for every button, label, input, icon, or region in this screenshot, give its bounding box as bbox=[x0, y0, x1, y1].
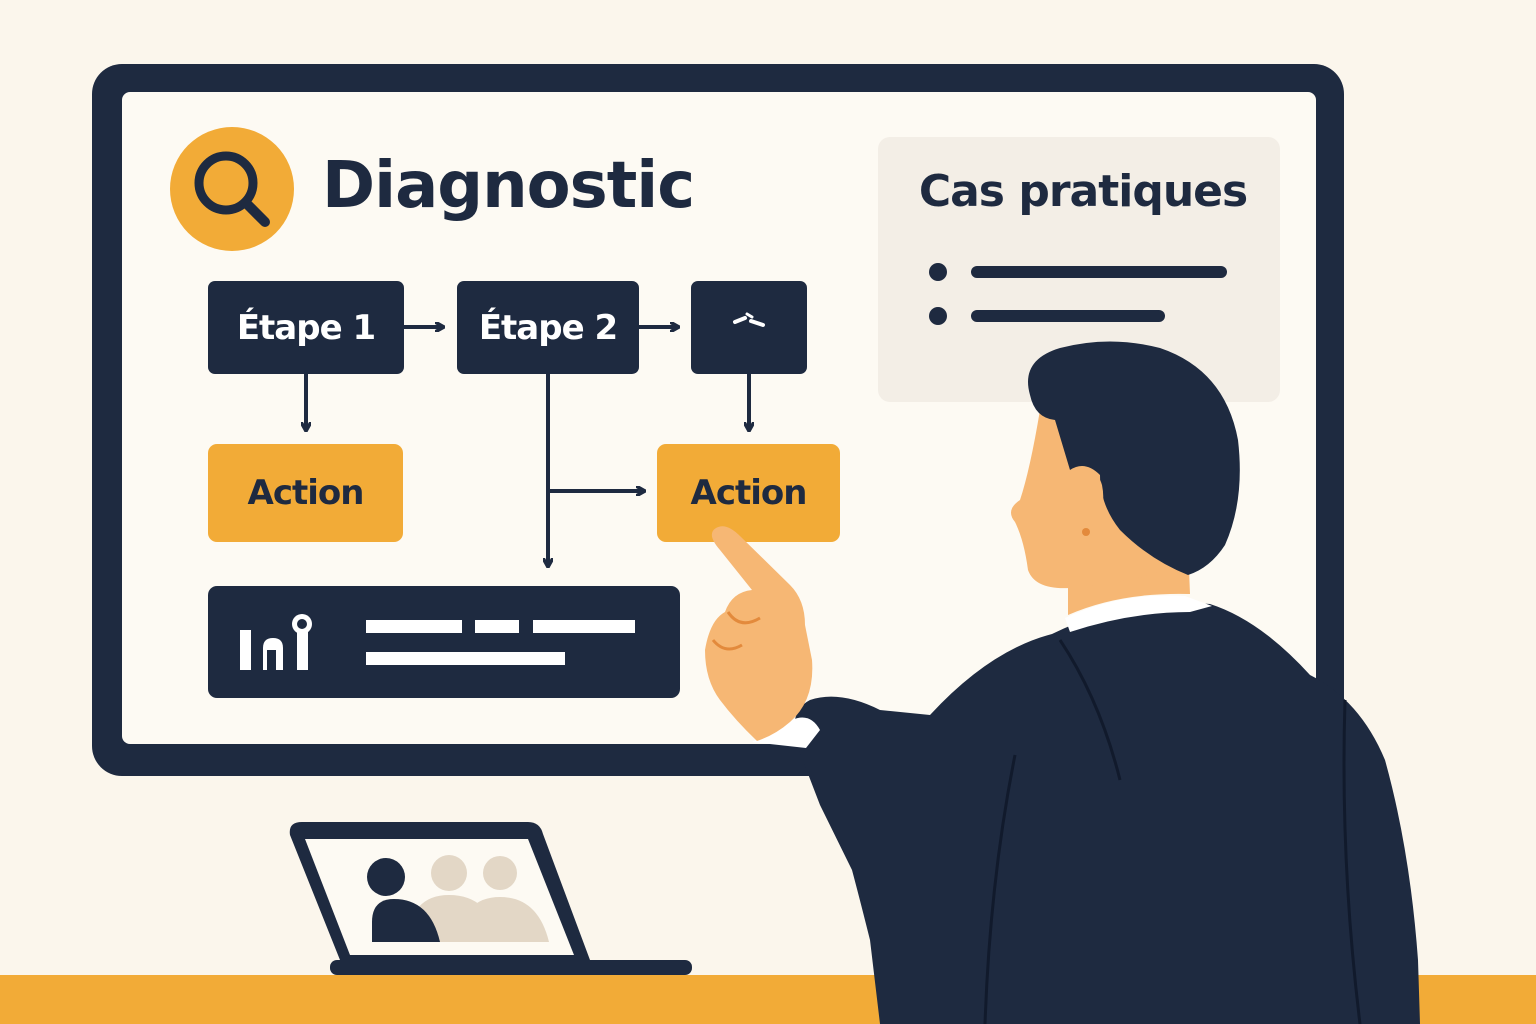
flow-step-2[interactable]: Étape 2 bbox=[457, 281, 639, 374]
search-icon bbox=[170, 127, 294, 251]
bar-chart-icon bbox=[240, 614, 312, 670]
flow-action-2-label: Action bbox=[690, 473, 808, 513]
video-call-people-icon bbox=[367, 855, 549, 942]
list-bullet bbox=[929, 307, 947, 325]
pointing-hand bbox=[705, 526, 813, 741]
shirt-collar bbox=[1065, 595, 1212, 632]
jacket bbox=[794, 602, 1420, 1024]
title-bar bbox=[170, 127, 294, 251]
pencil-mark-icon bbox=[733, 312, 765, 327]
case-studies-title: Cas pratiques bbox=[918, 166, 1248, 217]
list-item bbox=[971, 310, 1165, 322]
summary-panel bbox=[208, 586, 680, 698]
hair bbox=[1028, 341, 1240, 575]
shirt-cuff bbox=[752, 717, 820, 748]
page-title: Diagnostic bbox=[322, 149, 695, 223]
flow-step-2-label: Étape 2 bbox=[478, 307, 618, 348]
list-item bbox=[971, 266, 1227, 278]
ear bbox=[1070, 471, 1104, 529]
flow-action-1-label: Action bbox=[247, 473, 365, 513]
summary-text-lines bbox=[366, 620, 635, 665]
flow-action-2[interactable]: Action bbox=[657, 444, 840, 542]
search-icon-glyph bbox=[194, 151, 270, 227]
list-bullet bbox=[929, 263, 947, 281]
flow-step-1-label: Étape 1 bbox=[236, 307, 376, 348]
case-studies-list bbox=[929, 263, 1227, 325]
flow-connectors bbox=[306, 327, 749, 568]
presenter-figure bbox=[705, 341, 1420, 1024]
flow-step-1[interactable]: Étape 1 bbox=[208, 281, 404, 374]
laptop bbox=[289, 822, 692, 975]
flow-step-3[interactable] bbox=[691, 281, 807, 374]
flow-action-1[interactable]: Action bbox=[208, 444, 403, 542]
